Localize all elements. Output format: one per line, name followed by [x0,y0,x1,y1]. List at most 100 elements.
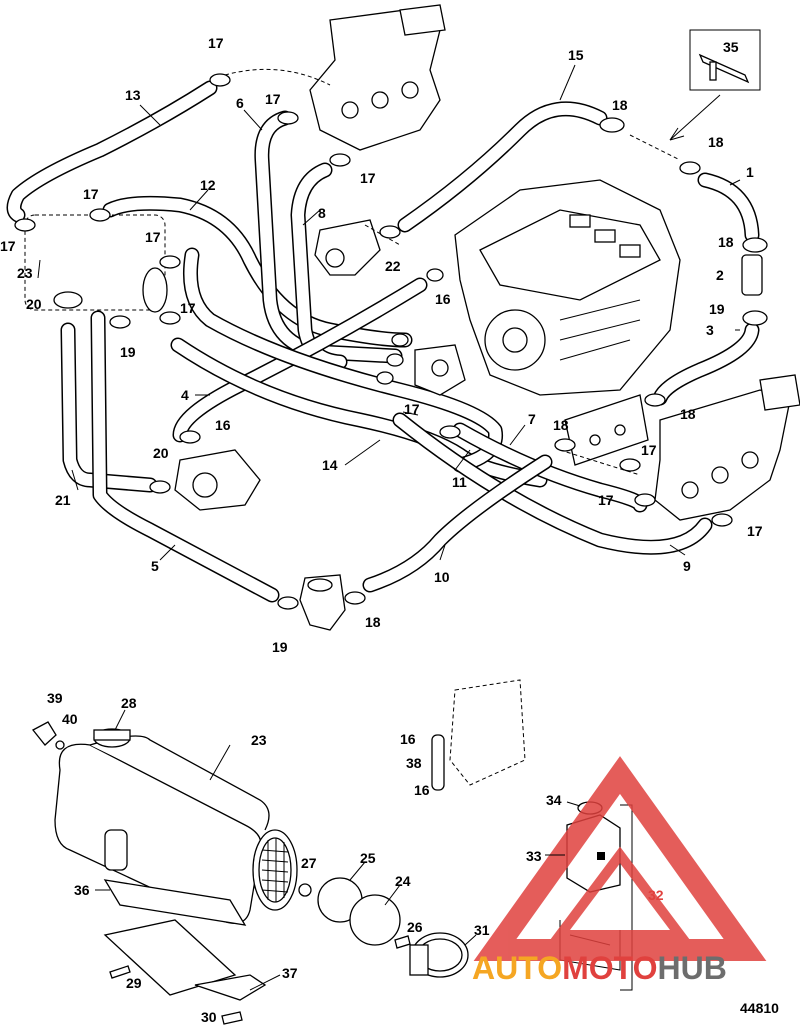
engine-block [454,179,681,396]
callout-35: 35 [723,39,739,55]
callout-4: 4 [181,387,189,403]
callout-18b: 18 [708,134,724,150]
callout-17j: 17 [598,492,614,508]
callout-22: 22 [385,258,401,274]
tee-fitting [299,574,346,631]
exhaust-manifold-upper [309,4,446,151]
callout-13: 13 [125,87,141,103]
watermark-text: AUTOMOTOHUB [472,950,727,986]
callout-21: 21 [55,492,71,508]
callout-40: 40 [62,711,78,727]
callout-32: 32 [648,887,664,903]
drain-plug-39 [32,721,65,750]
callout-12: 12 [200,177,216,193]
callout-17k: 17 [747,523,763,539]
callout-5: 5 [151,558,159,574]
callout-17a: 17 [208,35,224,51]
callout-15: 15 [568,47,584,63]
seawater-pump [174,449,261,511]
tube-35-box [689,29,761,91]
figure-number: 44810 [740,1000,779,1016]
hose-3 [652,322,760,406]
thermostat-housing [414,344,466,396]
callout-2: 2 [716,267,724,283]
callout-17f: 17 [145,229,161,245]
callout-18e: 18 [680,406,696,422]
washer-27 [298,883,312,897]
callout-8: 8 [318,205,326,221]
hose-9 [392,412,713,555]
callout-1: 1 [746,164,754,180]
callout-16a: 16 [435,291,451,307]
gasket-24 [349,894,401,946]
callout-17g: 17 [180,300,196,316]
hose-11 [182,247,504,473]
callout-26: 26 [407,919,423,935]
callout-38: 38 [406,755,422,771]
watermark-auto: AUTO [472,950,562,986]
callout-labels: 1 2 3 4 5 6 7 8 9 10 11 12 13 14 15 17 1… [0,35,779,1025]
callout-17e: 17 [0,238,16,254]
distribution-block [564,394,649,466]
callout-29: 29 [126,975,142,991]
callout-17h: 17 [404,401,420,417]
hose-12 [102,195,413,348]
hose-13 [6,80,218,223]
callout-14: 14 [322,457,338,473]
exhaust-manifold-lower [654,374,800,521]
callout-18a: 18 [612,97,628,113]
water-pump-8 [314,219,381,276]
engine-mount-38 [431,679,526,791]
callout-16c: 16 [400,731,416,747]
gasket-36 [103,879,247,926]
leader-lines [37,64,741,991]
hose-1 [697,172,760,243]
callout-36: 36 [74,882,90,898]
callout-10: 10 [434,569,450,585]
callout-9: 9 [683,558,691,574]
hose-5 [90,310,280,603]
callout-19a: 19 [120,344,136,360]
watermark-moto: MOTO [562,950,657,986]
callout-6: 6 [236,95,244,111]
hose-4 [172,277,428,443]
callout-11: 11 [452,474,467,490]
heat-exchanger [54,735,298,924]
callout-16d: 16 [414,782,430,798]
hose-15 [397,101,608,233]
watermark-hub: HUB [657,950,726,986]
fitting-2 [741,254,763,296]
clamp-31 [409,932,469,978]
callout-19c: 19 [272,639,288,655]
hoses [6,80,760,603]
callout-17c: 17 [360,170,376,186]
callout-24: 24 [395,873,411,889]
callout-27: 27 [301,855,317,871]
callout-7: 7 [528,411,536,427]
watermark [473,756,767,961]
hose-21 [60,322,158,493]
callout-33: 33 [526,848,542,864]
callout-20b: 20 [153,445,169,461]
callout-31: 31 [474,922,490,938]
callout-18f: 18 [365,614,381,630]
callout-28: 28 [121,695,137,711]
hose-8 [290,162,348,370]
callout-17d: 17 [83,186,99,202]
hose-14 [170,337,548,488]
callout-37: 37 [282,965,298,981]
hose-clamps [14,73,768,610]
bracket-37 [103,919,267,1001]
callout-23b: 23 [251,732,267,748]
cap-28 [93,728,131,748]
callout-17i: 17 [641,442,657,458]
hose-7 [452,422,648,513]
callout-17b: 17 [265,91,281,107]
callout-19b: 19 [709,301,725,317]
callout-34: 34 [546,792,562,808]
callout-39: 39 [47,690,63,706]
callout-18c: 18 [718,234,734,250]
callout-3: 3 [706,322,714,338]
callout-16b: 16 [215,417,231,433]
